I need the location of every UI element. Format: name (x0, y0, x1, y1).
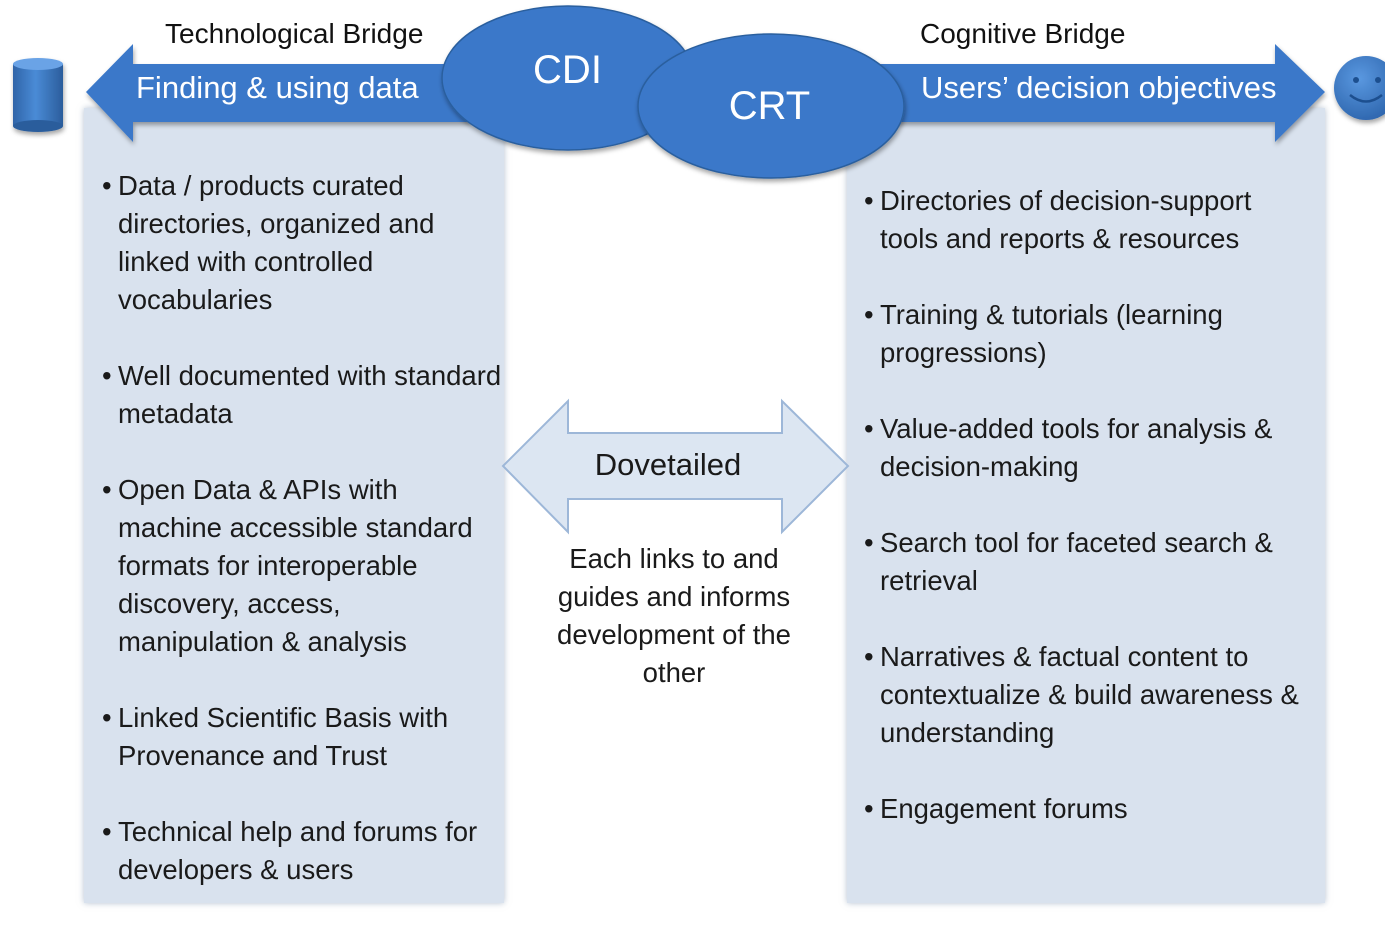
technological-bridge-title: Technological Bridge (165, 18, 424, 49)
left-bullet-list: Data / products curated directories, org… (84, 167, 504, 927)
list-item: Linked Scientific Basis with Provenance … (84, 699, 504, 775)
right-arrow-label: Users’ decision objectives (921, 70, 1277, 105)
database-cylinder-icon (13, 58, 63, 132)
list-item: Engagement forums (846, 790, 1316, 828)
dovetailed-note: Each links to and guides and informs dev… (557, 543, 791, 688)
dovetailed-label: Dovetailed (594, 447, 742, 482)
cdi-label: CDI (533, 48, 602, 92)
list-item: Data / products curated directories, org… (84, 167, 504, 319)
crt-label: CRT (728, 84, 811, 128)
list-item: Narratives & factual content to contextu… (846, 638, 1316, 752)
list-item: Value-added tools for analysis & decisio… (846, 410, 1316, 486)
left-arrow-label: Finding & using data (136, 70, 419, 105)
left-arrow (86, 44, 470, 142)
smiley-face-icon (1334, 56, 1385, 120)
right-arrow (870, 44, 1325, 142)
list-item: Technical help and forums for developers… (84, 813, 504, 889)
crt-ellipse (637, 33, 905, 179)
cognitive-bridge-title: Cognitive Bridge (920, 18, 1126, 49)
right-bullet-list: Directories of decision-support tools an… (846, 182, 1316, 866)
list-item: Search tool for faceted search & retriev… (846, 524, 1316, 600)
list-item: Training & tutorials (learning progressi… (846, 296, 1316, 372)
list-item: Directories of decision-support tools an… (846, 182, 1316, 258)
list-item: Well documented with standard metadata (84, 357, 504, 433)
diagram-shapes (13, 5, 1385, 535)
list-item: Open Data & APIs with machine accessible… (84, 471, 504, 661)
